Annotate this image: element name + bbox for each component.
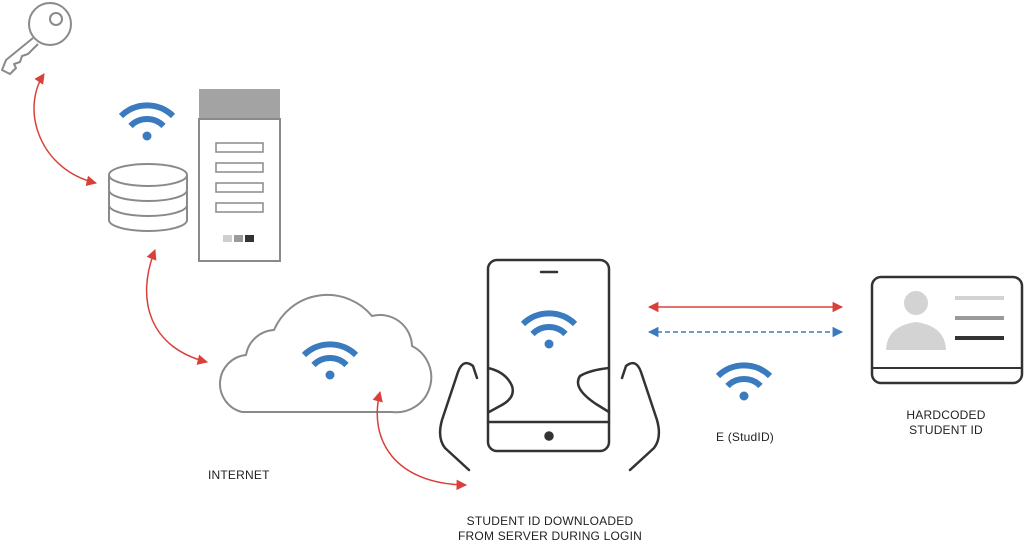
id-card-icon <box>870 275 1024 385</box>
database-icon <box>108 163 188 232</box>
wifi-icon <box>304 344 356 379</box>
cloud-tablet-arrow <box>372 390 468 491</box>
internet-label: INTERNET <box>208 468 270 482</box>
wifi-icon <box>718 365 770 400</box>
database-cloud-arrow <box>145 249 209 365</box>
key-database-arrow <box>33 73 98 186</box>
wifi-icon <box>523 313 575 348</box>
tablet-in-hands-icon <box>438 258 661 472</box>
wifi-icon <box>121 105 173 140</box>
label-line: FROM SERVER DURING LOGIN <box>458 529 642 543</box>
cloud-icon <box>218 293 433 414</box>
label-line: STUDENT ID DOWNLOADED <box>466 514 634 528</box>
hardcoded-student-id-label: HARDCODED STUDENT ID <box>890 408 1002 438</box>
label-line: HARDCODED <box>906 408 986 422</box>
student-id-downloaded-label: STUDENT ID DOWNLOADED FROM SERVER DURING… <box>432 514 668 544</box>
key-icon <box>1 2 72 75</box>
server-document-icon <box>198 89 281 262</box>
encrypted-id-label: E (StudID) <box>715 430 774 444</box>
label-line: STUDENT ID <box>909 423 983 437</box>
